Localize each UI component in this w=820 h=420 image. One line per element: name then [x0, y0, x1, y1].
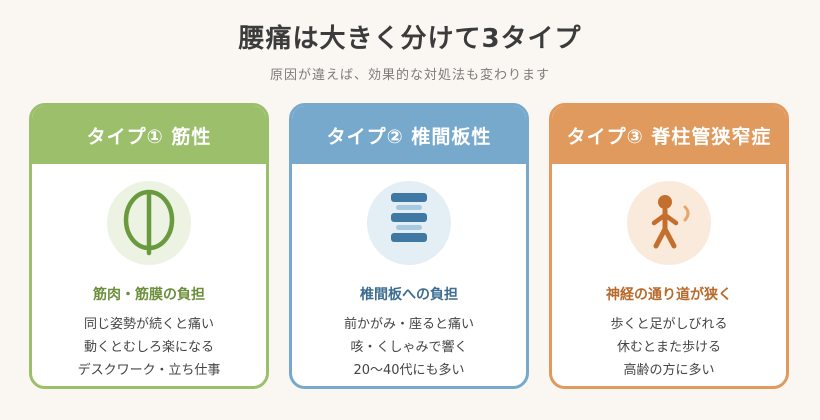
type-card-muscular: タイプ① 筋性 筋肉・筋膜の負担 同じ姿勢が続くと痛い 動くとむしろ楽になる デ…: [29, 103, 269, 389]
card-point: デスクワーク・立ち仕事: [77, 363, 221, 378]
spine-icon: [391, 193, 427, 242]
card-point: 同じ姿勢が続くと痛い: [83, 317, 214, 332]
card-point: 前かがみ・座ると痛い: [343, 317, 474, 332]
type-card-stenosis: タイプ③ 脊柱管狭窄症 神経の通り道が狭く 歩くと足がしびれる 休むとまた歩ける…: [549, 103, 789, 389]
card-title: タイプ① 筋性: [86, 125, 212, 148]
page-subtitle: 原因が違えば、効果的な対処法も変わります: [269, 68, 550, 83]
card-point: 休むとまた歩ける: [616, 340, 721, 355]
card-point: 高齢の方に多い: [623, 363, 715, 378]
card-points: 歩くと足がしびれる 休むとまた歩ける 高齢の方に多い: [552, 313, 786, 382]
card-point: 20〜40代にも多い: [353, 363, 465, 378]
walking-person-icon-circle: [627, 181, 711, 265]
card-header: タイプ③ 脊柱管狭窄症: [552, 106, 786, 164]
card-subtitle: 神経の通り道が狭く: [606, 287, 732, 303]
card-point: 歩くと足がしびれる: [610, 317, 728, 332]
type-card-disc: タイプ② 椎間板性 椎間板への負担 前かがみ・座ると痛い 咳・くしゃみで響く 2…: [289, 103, 529, 389]
card-subtitle: 筋肉・筋膜の負担: [93, 287, 205, 303]
spine-icon-circle: [367, 181, 451, 265]
card-point: 咳・くしゃみで響く: [350, 340, 468, 355]
leaf-icon: [123, 189, 175, 256]
card-header: タイプ① 筋性: [32, 106, 266, 164]
type-cards: タイプ① 筋性 筋肉・筋膜の負担 同じ姿勢が続くと痛い 動くとむしろ楽になる デ…: [29, 103, 791, 391]
card-points: 前かがみ・座ると痛い 咳・くしゃみで響く 20〜40代にも多い: [292, 313, 526, 382]
card-points: 同じ姿勢が続くと痛い 動くとむしろ楽になる デスクワーク・立ち仕事: [32, 313, 266, 382]
card-subtitle: 椎間板への負担: [360, 287, 458, 303]
card-title: タイプ③ 脊柱管狭窄症: [566, 125, 772, 148]
card-point: 動くとむしろ楽になる: [83, 340, 214, 355]
card-title: タイプ② 椎間板性: [326, 125, 492, 148]
leaf-icon-circle: [107, 181, 191, 265]
card-header: タイプ② 椎間板性: [292, 106, 526, 164]
walking-person-icon: [651, 195, 690, 249]
page-title: 腰痛は大きく分けて3タイプ: [238, 24, 582, 54]
